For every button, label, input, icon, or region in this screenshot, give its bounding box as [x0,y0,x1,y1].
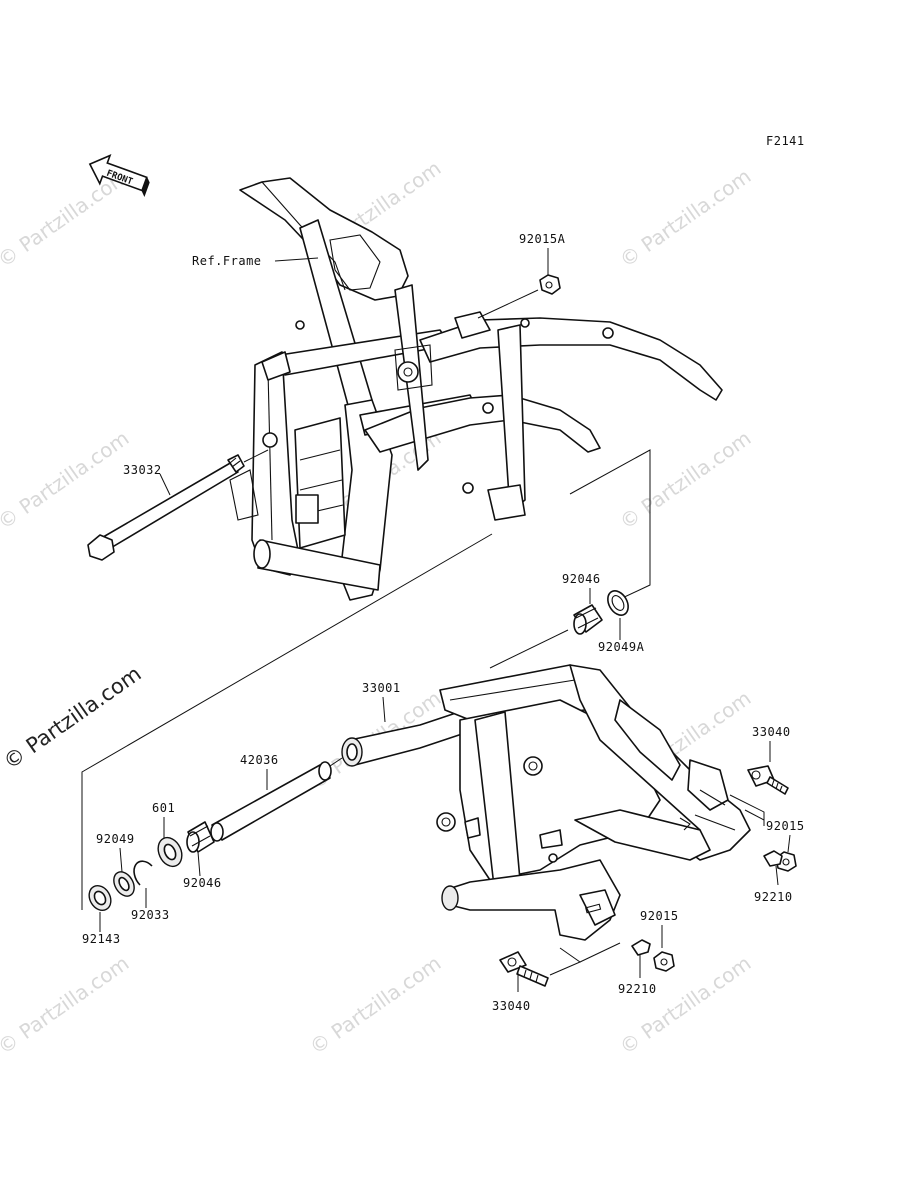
figure-code: F2141 [766,134,805,148]
label-92015-right: 92015 [766,819,805,833]
label-92210-right: 92210 [754,890,793,904]
watermark: © Partzilla.com [0,951,133,1059]
adjuster-bolt-33040-right [747,765,789,795]
watermark: © Partzilla.com [305,951,445,1059]
adjuster-bolt-33040-bottom [499,951,549,987]
washer-92210-bottom [631,939,651,956]
label-33040-right: 33040 [752,725,791,739]
label-92046-top: 92046 [562,572,601,586]
nut-92015a [539,274,561,295]
label-92015a: 92015A [519,232,566,246]
label-601: 601 [152,801,175,815]
watermark: © Partzilla.com [615,426,755,534]
cap-92143 [88,884,112,912]
bearing-92046-top [573,604,603,635]
label-ref-frame: Ref.Frame [192,254,262,268]
washer-92210-right [763,850,783,867]
label-92210-bottom: 92210 [618,982,657,996]
swingarm-33001 [341,664,751,941]
label-92015-bottom: 92015 [640,909,679,923]
label-92143: 92143 [82,932,121,946]
label-33001: 33001 [362,681,401,695]
watermark-large: © Partzilla.com [0,661,146,774]
label-92033: 92033 [131,908,170,922]
pivot-shaft-33032 [87,454,245,561]
bearing-601 [157,836,183,868]
watermark: © Partzilla.com [615,164,755,272]
seal-92049 [113,871,135,897]
label-33040-bottom: 33040 [492,999,531,1013]
frame-assembly [229,177,723,601]
circlip-92033 [133,860,153,886]
label-92046-bottom: 92046 [183,876,222,890]
watermark: © Partzilla.com [0,426,133,534]
watermark: © Partzilla.com [615,951,755,1059]
label-92049a: 92049A [598,640,645,654]
seal-92049a [607,590,629,616]
label-42036: 42036 [240,753,279,767]
nut-92015-bottom [653,951,675,972]
bearing-92046-bottom [186,821,215,853]
label-33032: 33032 [123,463,162,477]
sleeve-42036 [210,761,332,842]
label-92049: 92049 [96,832,135,846]
